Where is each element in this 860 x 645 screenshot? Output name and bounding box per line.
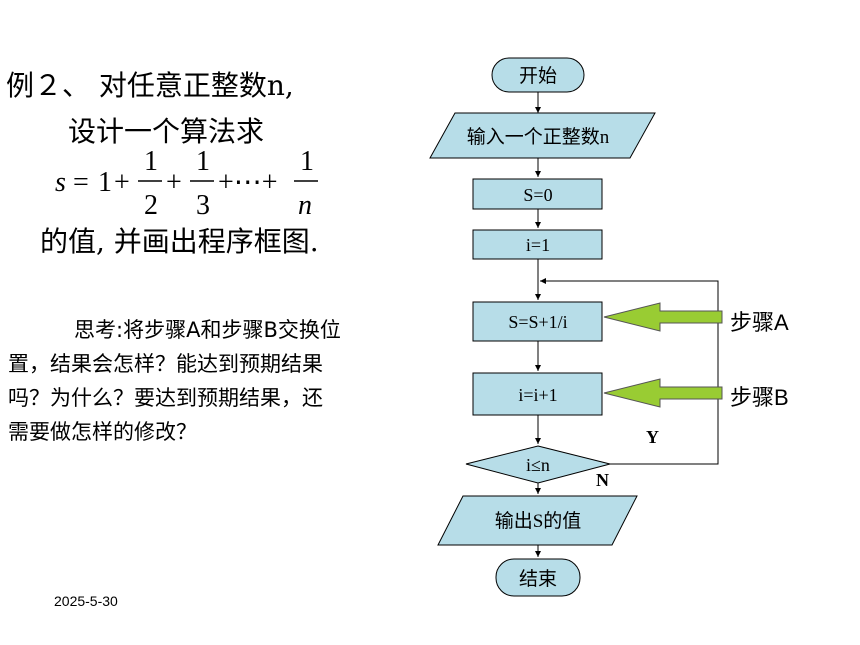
sum-formula: s = 1 + 1 2 + 1 3 +⋯+ 1 n [55, 146, 318, 221]
step-a-arrow [603, 302, 723, 332]
input-box [429, 112, 656, 159]
problem-line-3: 的值, 并画出程序框图. [40, 225, 319, 258]
think-line-2: 置，结果会怎样？能达到预期结果 [8, 352, 323, 376]
formula-plus-1: + [114, 167, 130, 198]
formula-lhs: s [55, 167, 66, 198]
formula-dots: +⋯+ [218, 167, 278, 198]
condition-label: i≤n [526, 455, 550, 475]
start-label: 开始 [519, 65, 557, 87]
formula-num-3: 1 [300, 146, 314, 177]
step-b-label: 步骤B [730, 385, 789, 410]
input-label: 输入一个正整数n [467, 126, 610, 148]
step-a-box [472, 301, 603, 342]
formula-den-n: n [298, 190, 312, 221]
formula-num-2: 1 [196, 146, 210, 177]
no-label: N [596, 470, 609, 490]
think-line-4: 需要做怎样的修改？ [8, 420, 197, 444]
step-a-label: 步骤A [730, 310, 789, 335]
output-box [437, 495, 638, 546]
yes-label: Y [646, 427, 659, 447]
i-init-label: i=1 [526, 235, 550, 255]
end-label: 结束 [519, 568, 557, 590]
formula-num-1: 1 [144, 146, 158, 177]
formula-eq: = [73, 167, 89, 198]
step-b-box-label: i=i+1 [518, 385, 557, 405]
loop-back-line [540, 278, 719, 465]
condition-diamond [465, 445, 611, 484]
i-init-box [472, 229, 603, 260]
slide-date: 2025-5-30 [54, 593, 118, 609]
formula-one: 1 [98, 167, 112, 198]
step-a-box-label: S=S+1/i [508, 312, 567, 332]
s-init-label: S=0 [523, 185, 552, 205]
think-line-1: 思考:将步骤A和步骤B交换位 [74, 318, 341, 342]
formula-den-2: 2 [144, 190, 158, 221]
problem-line-1: 例２、 对任意正整数n, [6, 69, 294, 102]
think-line-3: 吗？为什么？要达到预期结果，还 [8, 386, 323, 410]
step-b-box [472, 372, 603, 416]
formula-den-3: 3 [196, 190, 210, 221]
end-terminator [495, 558, 581, 597]
output-label: 输出S的值 [495, 510, 582, 532]
step-b-arrow [603, 378, 723, 408]
formula-plus-2: + [166, 167, 182, 198]
problem-line-2: 设计一个算法求 [68, 115, 265, 148]
start-terminator [491, 57, 585, 93]
s-init-box [472, 178, 603, 210]
